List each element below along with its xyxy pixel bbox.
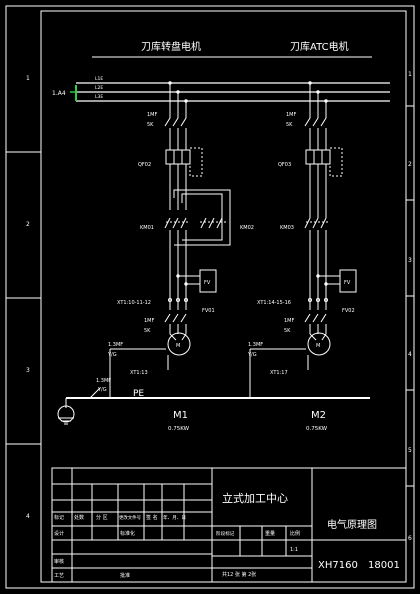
- section-title-right: 刀库ATC电机: [290, 40, 349, 53]
- left-mf-label: 1.3MF: [108, 342, 123, 348]
- tb-process: 工艺: [54, 573, 64, 579]
- right-breaker-label: 1MF: [286, 112, 296, 118]
- bus-label-l1: L1E: [95, 76, 103, 82]
- right-terminal-label: XT1:14-15-16: [257, 300, 291, 306]
- tb-zone: 分 区: [96, 514, 108, 521]
- frame-row-label: 1: [26, 75, 30, 82]
- title-block: [51, 467, 407, 583]
- left-breaker2-sub: 5K: [144, 328, 151, 334]
- motor-m2-power: 0.75KW: [306, 426, 328, 432]
- tb-count: 处数: [74, 514, 84, 521]
- left-branch: [109, 81, 231, 398]
- motor-m1-power: 0.75KW: [168, 426, 190, 432]
- tb-company-title: 立式加工中心: [222, 491, 288, 505]
- tb-sheet-info: 共12 张 第 2张: [222, 571, 256, 578]
- pe-mf-sub: Y/G: [97, 387, 107, 393]
- power-bus: [76, 82, 390, 102]
- tb-review: 审核: [54, 558, 64, 565]
- pe-ground: [57, 387, 370, 425]
- right-branch: [249, 81, 357, 398]
- tb-weight: 重量: [265, 530, 275, 537]
- left-terminal-label: XT1:10-11-12: [117, 300, 151, 306]
- tb-standard: 标准化: [120, 530, 135, 537]
- pe-mf-label: 1.3MF: [96, 378, 111, 384]
- frame-row-label: 2: [408, 161, 412, 168]
- left-fv-label: FV01: [202, 308, 215, 314]
- right-breaker2-label: 1MF: [284, 318, 294, 324]
- tb-sign: 签 名: [146, 514, 158, 521]
- left-fuse-label: QF02: [138, 162, 151, 168]
- bus-label-l3: L3E: [95, 94, 103, 100]
- tb-date: 年、月、日: [163, 514, 186, 521]
- right-fv-label: FV02: [342, 308, 355, 314]
- frame-row-label: 5: [408, 447, 412, 454]
- frame-row-label: 3: [408, 257, 412, 264]
- left-contactor-a-label: KM01: [140, 225, 154, 231]
- left-breaker-label: 1MF: [147, 112, 157, 118]
- tb-mark: 标记: [54, 514, 64, 521]
- frame-row-label: 4: [26, 513, 30, 520]
- right-motor-symbol: M: [316, 343, 320, 349]
- left-fv-box-label: FV: [204, 280, 211, 286]
- tb-drawing-name: 电气原理图: [327, 518, 377, 531]
- tb-scale: 比例: [290, 530, 300, 537]
- tb-doc-no: 18001: [368, 560, 400, 571]
- right-breaker2-sub: 5K: [284, 328, 291, 334]
- right-fuse-label: QF03: [278, 162, 291, 168]
- left-motor-symbol: M: [176, 343, 180, 349]
- frame-row-label: 6: [408, 535, 412, 542]
- left-contactor-b-label: KM02: [240, 225, 254, 231]
- motor-m2-name: M2: [311, 410, 326, 421]
- right-contactor-label: KM03: [280, 225, 294, 231]
- tb-change-doc: 更改文件号: [119, 514, 142, 521]
- right-terminal-b-label: XT1:17: [270, 370, 288, 376]
- tb-drawing-no: XH7160: [318, 560, 358, 571]
- frame-row-label: 2: [26, 221, 30, 228]
- supply-label: 1.A4: [52, 90, 66, 97]
- right-mf-sub: Y/G: [247, 352, 257, 358]
- bus-label-l2: L2E: [95, 85, 103, 91]
- left-breaker2-label: 1MF: [144, 318, 154, 324]
- left-mf-sub: Y/G: [107, 352, 117, 358]
- right-breaker-sub: 5K: [286, 122, 293, 128]
- pe-label: PE: [133, 389, 144, 399]
- left-breaker-sub: 5K: [147, 122, 154, 128]
- frame-row-label: 3: [26, 367, 30, 374]
- frame-row-label: 1: [408, 71, 412, 78]
- left-terminal-b-label: XT1:13: [130, 370, 148, 376]
- section-title-left: 刀库转盘电机: [141, 40, 201, 53]
- tb-stage-mark: 阶段标记: [216, 530, 235, 537]
- tb-approve: 批准: [120, 572, 130, 579]
- tb-scale-value: 1:1: [290, 547, 298, 553]
- frame-row-label: 4: [408, 351, 412, 358]
- motor-m1-name: M1: [173, 410, 188, 421]
- right-mf-label: 1.3MF: [248, 342, 263, 348]
- tb-design: 设计: [54, 530, 64, 537]
- right-fv-box-label: FV: [344, 280, 351, 286]
